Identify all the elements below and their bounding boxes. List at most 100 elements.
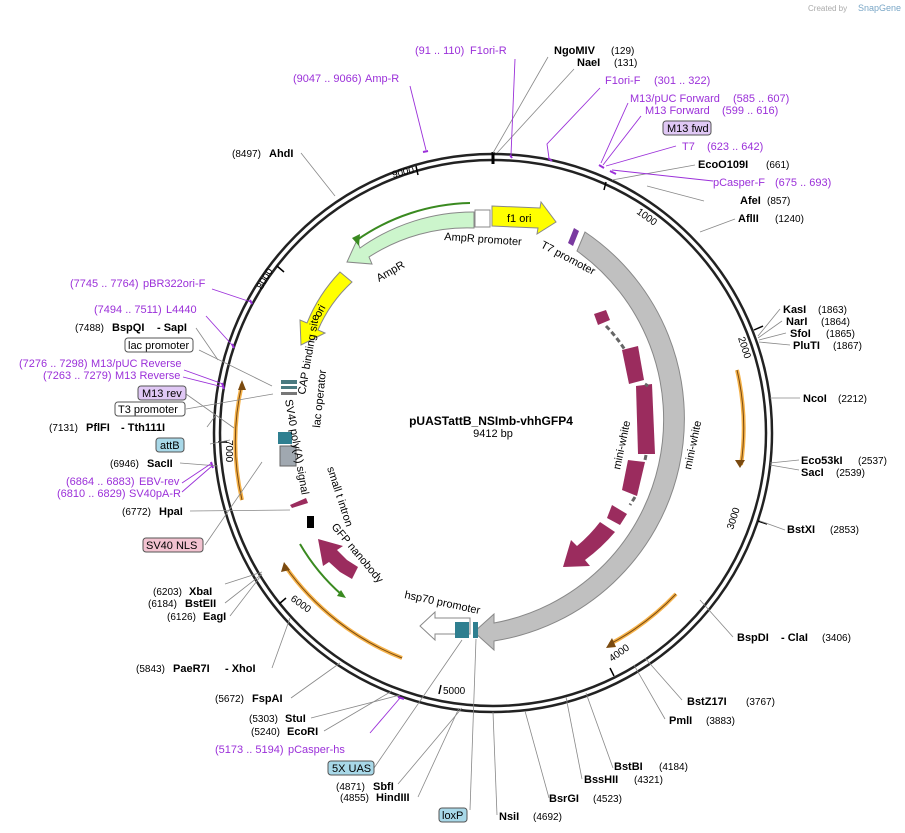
primer-t7-range: (623 .. 642) <box>707 141 763 153</box>
site-ecoo109i-pos: (661) <box>766 160 789 171</box>
site-nari-pos: (1864) <box>821 317 850 328</box>
sv40-nls-mark <box>290 498 308 508</box>
site-ahdi: AhdI <box>269 148 293 160</box>
tick-label-3000: 3000 <box>725 506 742 531</box>
ampr-label: AmpR <box>375 259 408 285</box>
site-paer7i: PaeR7I <box>173 663 210 675</box>
gfp-primer-line <box>299 543 343 596</box>
primer-l4440: L4440 <box>166 304 197 316</box>
primer-pcasper-f: pCasper-F <box>713 177 765 189</box>
primer-m13-reverse: M13 Reverse <box>115 370 180 382</box>
site-sbfi-pos: (4871) <box>336 782 365 793</box>
site-stui: StuI <box>285 713 306 725</box>
t7-promoter-mark <box>568 228 579 246</box>
site-xbai: XbaI <box>189 586 212 598</box>
site-afei: AfeI <box>740 195 761 207</box>
site-pflfi: PflFI <box>86 422 110 434</box>
uas-mark <box>455 622 469 638</box>
primer-labels: (91 .. 110) F1ori-R (9047 .. 9066) Amp-R… <box>19 45 831 756</box>
site-sfoi-pos: (1865) <box>826 329 855 340</box>
site-saci: SacI <box>801 467 824 479</box>
site-ecoo109i: EcoO109I <box>698 159 748 171</box>
credit-text: Created by <box>808 4 847 13</box>
gfp-primer-head <box>337 590 346 598</box>
label-t3-promoter: T3 promoter <box>118 404 178 416</box>
ampr-primer-line <box>356 202 471 241</box>
site-bspqi: BspQI <box>112 322 144 334</box>
site-afei-pos: (857) <box>767 196 790 207</box>
primer-ebv-rev: EBV-rev <box>139 476 180 488</box>
boxed-labels: M13 fwd lac promoter M13 rev T3 promoter… <box>114 120 712 823</box>
site-kasi-pos: (1863) <box>818 305 847 316</box>
site-tth111i: - Tth111I <box>121 422 165 434</box>
primer-pcasper-f-range: (675 .. 693) <box>775 177 831 189</box>
mini-white-arc <box>473 231 685 652</box>
site-hpai: HpaI <box>159 506 183 518</box>
primer-m13puc-fwd: M13/pUC Forward <box>630 93 720 105</box>
primer-m13-forward: M13 Forward <box>645 105 710 117</box>
mini-white-outer-label: mini-white <box>682 420 704 471</box>
site-pmli: PmlI <box>669 715 692 727</box>
ampr-promoter-box <box>474 209 491 228</box>
ori-arrow <box>299 271 353 346</box>
primer-ebv-rev-range: (6864 .. 6883) <box>66 476 135 488</box>
primer-sv40pa-r: SV40pA-R <box>129 488 181 500</box>
primer-l4440-range: (7494 .. 7511) <box>94 304 162 316</box>
site-pluti-pos: (1867) <box>833 341 862 352</box>
primer-t7: T7 <box>682 141 695 153</box>
site-nsii-pos: (4692) <box>533 812 562 823</box>
site-stui-pos: (5303) <box>249 714 278 725</box>
ampr-arrow <box>346 211 475 265</box>
label-loxp: loxP <box>442 810 463 822</box>
primer-f1ori-f-range: (301 .. 322) <box>654 75 710 87</box>
primer-pcasper-hs: pCasper-hs <box>288 744 345 756</box>
site-bstbi: BstBI <box>614 761 643 773</box>
cap-site-mark <box>281 380 297 384</box>
site-bspdi-pos: (3406) <box>822 633 851 644</box>
site-naei-pos: (131) <box>614 58 637 69</box>
site-paer7i-pos: (5843) <box>136 664 165 675</box>
small-t-intron-label: small t intron <box>324 465 355 528</box>
primer-amp-r: Amp-R <box>365 73 399 85</box>
primer-m13-reverse-range: (7263 .. 7279) <box>43 370 112 382</box>
lac-operator-label: lac operator <box>311 369 329 428</box>
site-sapi: - SapI <box>157 322 187 334</box>
primer-leaders <box>181 58 714 734</box>
primer-m13puc-rev: M13/pUC Reverse <box>91 358 181 370</box>
site-naei: NaeI <box>577 57 600 69</box>
site-pluti: PluTI <box>793 340 820 352</box>
site-ecori-pos: (5240) <box>251 727 280 738</box>
loxp-mark <box>473 622 478 638</box>
site-bsshii-pos: (4321) <box>634 775 663 786</box>
plasmid-length: 9412 bp <box>473 428 513 440</box>
site-aflii: AflII <box>738 213 759 225</box>
site-bsrgi: BsrGI <box>549 793 579 805</box>
sv40-polya-mark <box>279 445 297 467</box>
lac-promoter-mark <box>281 392 297 395</box>
site-ahdi-pos: (8497) <box>232 149 261 160</box>
primer-pcasper-hs-range: (5173 .. 5194) <box>215 744 284 756</box>
tick-label-5000: 5000 <box>443 686 466 697</box>
primer-m13puc-fwd-range: (585 .. 607) <box>733 93 789 105</box>
tick-label-7000: 7000 <box>223 440 234 463</box>
tick-label-9000: 9000 <box>391 165 416 181</box>
site-ngomiv-pos: (129) <box>611 46 634 57</box>
f1-ori-label: f1 ori <box>507 213 531 225</box>
label-m13-fwd: M13 fwd <box>667 123 709 135</box>
site-nsii: NsiI <box>499 811 519 823</box>
site-ncoi-pos: (2212) <box>838 394 867 405</box>
primer-marks <box>210 150 617 700</box>
label-attb: attB <box>160 440 180 452</box>
site-bsteii: BstEII <box>185 598 216 610</box>
snapgene-logo: SnapGene <box>858 3 901 13</box>
label-5x-uas: 5X UAS <box>332 763 371 775</box>
site-pmli-pos: (3883) <box>706 716 735 727</box>
site-aflii-pos: (1240) <box>775 214 804 225</box>
mini-white-exons <box>563 310 655 567</box>
site-hindiii: HindIII <box>376 792 410 804</box>
orange-arcs <box>233 369 746 660</box>
site-bspqi-pos: (7488) <box>75 323 104 334</box>
site-eco53ki: Eco53kI <box>801 455 843 467</box>
site-hpai-pos: (6772) <box>122 507 151 518</box>
